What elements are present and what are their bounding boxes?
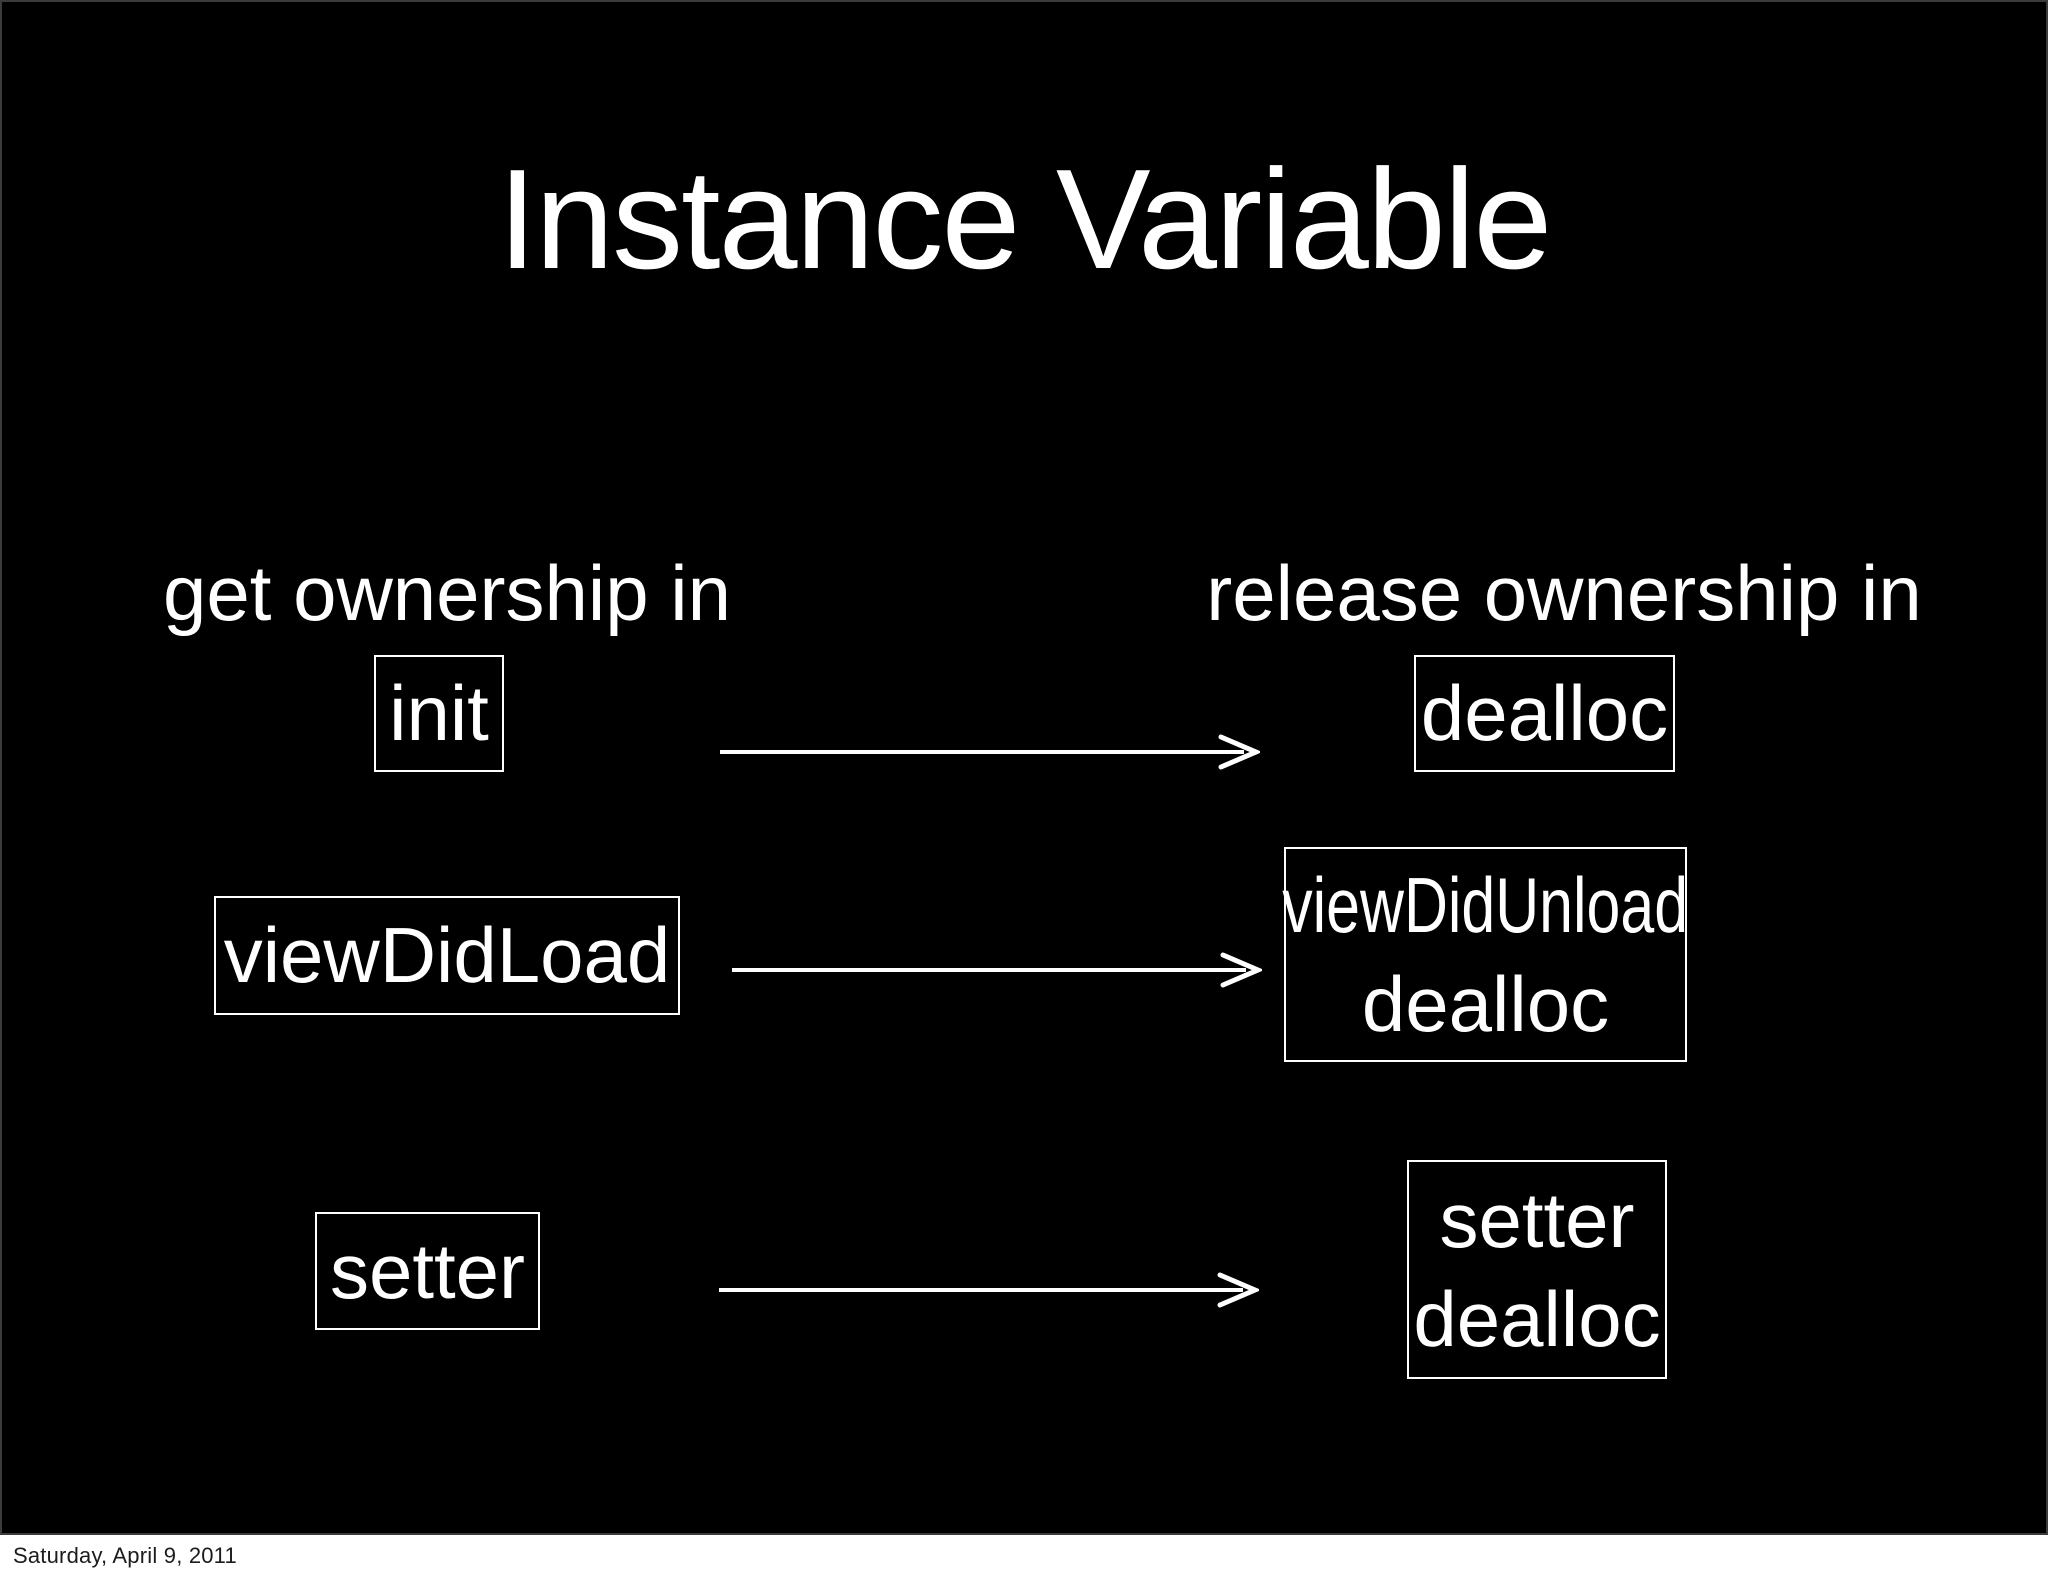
slide-canvas: Instance Variable get ownership in relea…: [0, 0, 2048, 1535]
footer: Saturday, April 9, 2011: [0, 1535, 2048, 1576]
arrow-setter-to-setter-dealloc: [719, 1272, 1259, 1308]
viewdidunload-dealloc-label: dealloc: [1361, 959, 1610, 1048]
setter-label: setter: [329, 1226, 526, 1315]
arrow-viewdidload-to-viewdidunload: [732, 952, 1262, 988]
dealloc-label: dealloc: [1420, 669, 1669, 758]
viewdidunload-dealloc-box: viewDidUnload dealloc: [1282, 847, 1689, 1062]
setter-dealloc-setter-label: setter: [1439, 1176, 1635, 1265]
dealloc-box: dealloc: [1414, 655, 1675, 772]
setter-dealloc-dealloc-label: dealloc: [1413, 1274, 1661, 1363]
slide-title: Instance Variable: [497, 140, 1553, 299]
init-box: init: [374, 655, 504, 772]
footer-date: Saturday, April 9, 2011: [13, 1542, 237, 1568]
column-heading-get-ownership: get ownership in: [162, 549, 731, 637]
setter-box: setter: [315, 1212, 540, 1330]
viewdidunload-label: viewDidUnload: [1282, 861, 1689, 950]
setter-dealloc-box: setter dealloc: [1407, 1160, 1667, 1379]
arrow-init-to-dealloc: [720, 734, 1260, 770]
init-label: init: [389, 669, 489, 758]
viewdidload-label: viewDidLoad: [223, 911, 671, 1000]
viewdidload-box: viewDidLoad: [214, 896, 680, 1015]
column-heading-release-ownership: release ownership in: [1206, 549, 1922, 637]
